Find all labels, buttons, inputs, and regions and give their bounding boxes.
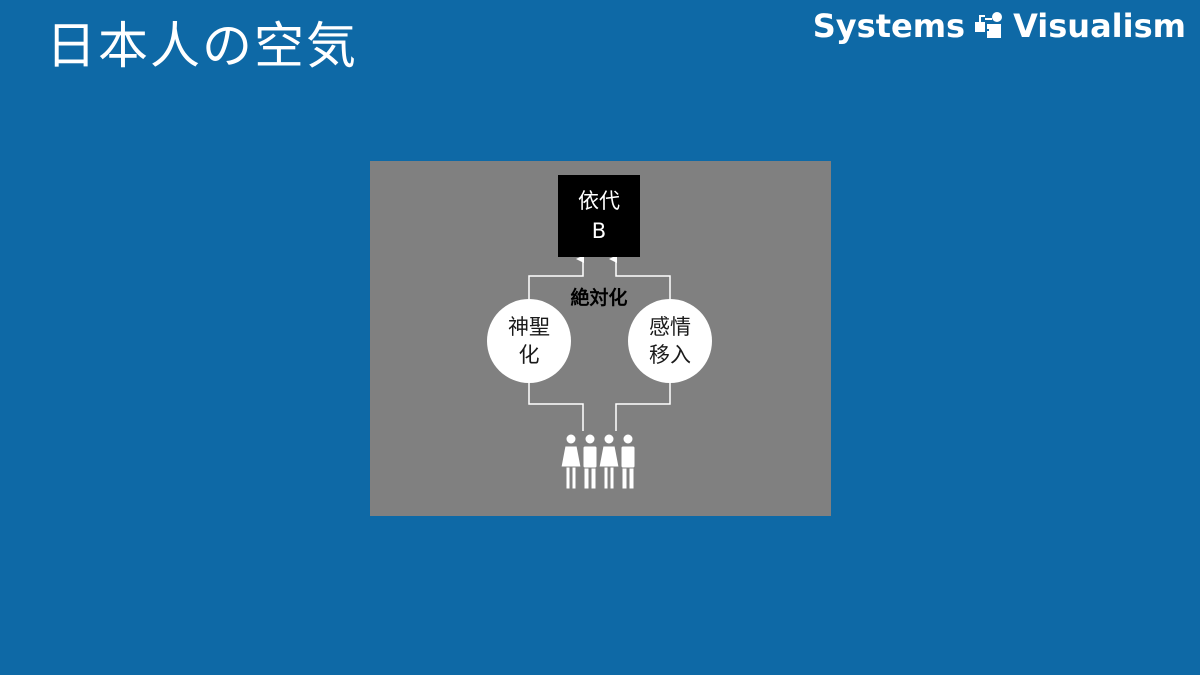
brand-name-left: Systems [812, 7, 966, 45]
arrow-people-to-left-node [522, 375, 584, 431]
systems-visualism-logo-icon [973, 10, 1005, 42]
arrow-right-node-to-target [609, 255, 671, 299]
edge-label: 絶対化 [570, 287, 628, 309]
diagram-panel: 依代 B 絶対化 神聖 化 感情 移入 [370, 161, 831, 516]
arrow-left-node-to-target [528, 255, 584, 299]
connector-arrows [522, 255, 671, 431]
target-line1: 依代 [578, 189, 620, 213]
brand-name-right: Visualism [1013, 7, 1186, 45]
arrow-people-to-right-node [615, 375, 671, 431]
left-node: 神聖 化 [487, 299, 571, 383]
slide-title: 日本人の空気 [46, 17, 358, 75]
left-node-line2: 化 [518, 343, 540, 367]
target-line2: B [591, 219, 607, 243]
left-node-line1: 神聖 [508, 315, 550, 339]
right-node-line2: 移入 [649, 343, 691, 367]
brand-logo-group: Systems Visualism [813, 6, 1186, 46]
people-group-icon [560, 433, 640, 491]
target-box: 依代 B [558, 175, 640, 257]
right-node-line1: 感情 [649, 315, 691, 339]
right-node: 感情 移入 [628, 299, 712, 383]
